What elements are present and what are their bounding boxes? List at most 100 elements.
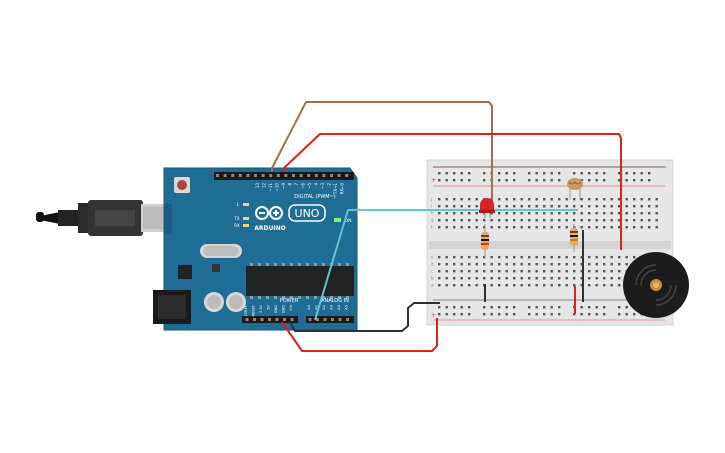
breadboard-hole[interactable] — [438, 284, 441, 287]
header-pin[interactable] — [254, 174, 257, 177]
breadboard-hole[interactable] — [438, 306, 441, 309]
header-pin[interactable] — [308, 318, 312, 321]
breadboard-hole[interactable] — [618, 313, 621, 316]
breadboard-hole[interactable] — [438, 205, 441, 208]
breadboard-hole[interactable] — [558, 256, 561, 259]
breadboard-hole[interactable] — [543, 226, 546, 229]
breadboard-hole[interactable] — [460, 270, 463, 273]
breadboard-hole[interactable] — [618, 198, 621, 201]
breadboard-hole[interactable] — [513, 306, 516, 309]
breadboard-hole[interactable] — [498, 198, 501, 201]
breadboard-hole[interactable] — [483, 256, 486, 259]
breadboard-hole[interactable] — [468, 277, 471, 280]
breadboard-hole[interactable] — [528, 313, 531, 316]
breadboard-hole[interactable] — [460, 277, 463, 280]
breadboard-hole[interactable] — [445, 205, 448, 208]
breadboard-hole[interactable] — [535, 256, 538, 259]
breadboard-hole[interactable] — [475, 198, 478, 201]
breadboard-hole[interactable] — [595, 198, 598, 201]
breadboard-hole[interactable] — [460, 212, 463, 215]
breadboard-hole[interactable] — [550, 270, 553, 273]
breadboard-hole[interactable] — [498, 219, 501, 222]
breadboard-hole[interactable] — [648, 205, 651, 208]
breadboard-hole[interactable] — [460, 256, 463, 259]
breadboard-hole[interactable] — [655, 212, 658, 215]
header-pin[interactable] — [261, 174, 265, 177]
breadboard-hole[interactable] — [468, 256, 471, 259]
breadboard-hole[interactable] — [505, 270, 508, 273]
breadboard-hole[interactable] — [558, 263, 561, 266]
breadboard-hole[interactable] — [618, 263, 621, 266]
breadboard-hole[interactable] — [610, 284, 613, 287]
breadboard-hole[interactable] — [490, 306, 493, 309]
breadboard-hole[interactable] — [528, 270, 531, 273]
breadboard-hole[interactable] — [453, 277, 456, 280]
breadboard-hole[interactable] — [550, 284, 553, 287]
breadboard-hole[interactable] — [453, 263, 456, 266]
breadboard-hole[interactable] — [550, 198, 553, 201]
breadboard-hole[interactable] — [505, 212, 508, 215]
breadboard-hole[interactable] — [438, 219, 441, 222]
breadboard-hole[interactable] — [535, 277, 538, 280]
breadboard-hole[interactable] — [603, 284, 606, 287]
breadboard-hole[interactable] — [475, 219, 478, 222]
breadboard-hole[interactable] — [543, 212, 546, 215]
breadboard-hole[interactable] — [610, 212, 613, 215]
breadboard-hole[interactable] — [573, 205, 576, 208]
breadboard-hole[interactable] — [565, 205, 568, 208]
breadboard-hole[interactable] — [633, 179, 636, 182]
breadboard-hole[interactable] — [588, 179, 591, 182]
breadboard-hole[interactable] — [505, 179, 508, 182]
resistor-sensor[interactable] — [570, 224, 578, 252]
breadboard-hole[interactable] — [445, 219, 448, 222]
breadboard-hole[interactable] — [543, 284, 546, 287]
breadboard-hole[interactable] — [460, 219, 463, 222]
header-pin[interactable] — [275, 318, 279, 321]
breadboard-hole[interactable] — [528, 256, 531, 259]
breadboard-hole[interactable] — [595, 306, 598, 309]
breadboard-hole[interactable] — [625, 179, 628, 182]
breadboard-hole[interactable] — [535, 219, 538, 222]
photoresistor[interactable] — [567, 178, 583, 200]
breadboard-hole[interactable] — [625, 219, 628, 222]
breadboard-hole[interactable] — [625, 198, 628, 201]
header-pin[interactable] — [246, 174, 250, 177]
breadboard-hole[interactable] — [655, 226, 658, 229]
breadboard-hole[interactable] — [603, 205, 606, 208]
breadboard-hole[interactable] — [573, 263, 576, 266]
breadboard-hole[interactable] — [633, 226, 636, 229]
breadboard-hole[interactable] — [573, 212, 576, 215]
breadboard-hole[interactable] — [603, 270, 606, 273]
breadboard-hole[interactable] — [453, 256, 456, 259]
breadboard-hole[interactable] — [580, 284, 583, 287]
breadboard-hole[interactable] — [513, 219, 516, 222]
header-pin[interactable] — [276, 174, 280, 177]
header-pin[interactable] — [337, 174, 341, 177]
breadboard-hole[interactable] — [543, 172, 546, 175]
breadboard-hole[interactable] — [490, 263, 493, 266]
header-pin[interactable] — [260, 318, 264, 321]
breadboard-hole[interactable] — [550, 256, 553, 259]
header-pin[interactable] — [346, 318, 349, 321]
breadboard-hole[interactable] — [438, 198, 441, 201]
breadboard-hole[interactable] — [520, 205, 523, 208]
breadboard-hole[interactable] — [595, 205, 598, 208]
breadboard-hole[interactable] — [618, 226, 621, 229]
breadboard-hole[interactable] — [475, 284, 478, 287]
breadboard-hole[interactable] — [595, 179, 598, 182]
breadboard-hole[interactable] — [453, 270, 456, 273]
breadboard-hole[interactable] — [603, 212, 606, 215]
breadboard-hole[interactable] — [610, 256, 613, 259]
breadboard-hole[interactable] — [640, 212, 643, 215]
breadboard-hole[interactable] — [528, 205, 531, 208]
breadboard-hole[interactable] — [483, 179, 486, 182]
header-pin[interactable] — [290, 318, 294, 321]
breadboard-hole[interactable] — [558, 179, 561, 182]
breadboard-hole[interactable] — [573, 284, 576, 287]
breadboard-hole[interactable] — [460, 306, 463, 309]
breadboard-hole[interactable] — [490, 313, 493, 316]
breadboard-hole[interactable] — [498, 284, 501, 287]
breadboard-hole[interactable] — [453, 198, 456, 201]
breadboard-hole[interactable] — [603, 226, 606, 229]
breadboard-hole[interactable] — [498, 179, 501, 182]
